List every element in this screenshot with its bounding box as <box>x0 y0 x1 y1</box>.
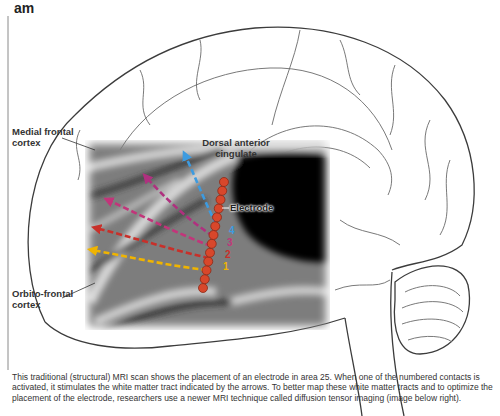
brain-outline <box>28 27 474 416</box>
frame-rule <box>8 16 9 370</box>
electrode-contact <box>199 284 208 293</box>
sulcus-line <box>196 40 201 100</box>
cerebellum-outline <box>394 266 469 354</box>
sulcus-line <box>140 70 150 125</box>
region-label: Dorsal anterior cingulate <box>186 137 286 160</box>
sulcus-line <box>335 280 390 290</box>
electrode-contact <box>218 186 227 195</box>
electrode-contact <box>200 275 209 284</box>
white-matter-band <box>230 290 330 302</box>
sulcus-band <box>100 302 232 330</box>
leader-line <box>62 138 95 150</box>
contact-number: 1 <box>223 261 233 273</box>
sulcus-line <box>340 40 360 95</box>
figure-caption: This traditional (structural) MRI scan s… <box>12 372 494 403</box>
electrode <box>199 178 229 293</box>
mri-tissue <box>85 146 330 330</box>
sulcus-line <box>425 120 430 200</box>
title-fragment: am <box>14 0 74 17</box>
cerebellum-fold <box>402 319 460 328</box>
cerebellum-fold <box>405 286 460 296</box>
electrode-contact <box>213 213 222 222</box>
sulcus-line <box>440 160 450 235</box>
cerebellum-fold <box>402 302 463 312</box>
white-matter-band <box>90 156 236 302</box>
electrode-contact <box>220 178 229 187</box>
electrode-contact <box>216 195 225 204</box>
electrode-contact <box>209 231 218 240</box>
tract-arrow <box>146 177 213 236</box>
brain-folds <box>76 30 463 342</box>
electrode-label: Electrode <box>230 202 290 213</box>
contact-number: 3 <box>227 237 237 249</box>
white-matter-band <box>88 180 180 230</box>
tract-arrow <box>96 228 209 258</box>
contact-number: 4 <box>229 225 239 237</box>
region-label: Orbito-frontal cortex <box>12 288 74 311</box>
mri-scan <box>85 140 330 330</box>
cerebellum-fold <box>408 336 452 342</box>
sulcus-band <box>88 200 206 272</box>
electrode-contact <box>204 257 213 266</box>
electrode-contact <box>207 239 216 248</box>
electrode-contact <box>206 248 215 257</box>
sulcus-band <box>88 150 222 196</box>
sulcus-line <box>390 65 395 135</box>
electrode-contact <box>214 204 223 213</box>
sulcus-line <box>272 30 300 125</box>
region-label: Medial frontal cortex <box>12 126 74 149</box>
sulcus-line <box>76 130 80 180</box>
electrode-contact <box>202 266 211 275</box>
tract-arrow <box>185 155 216 224</box>
electrode-contact <box>211 222 220 231</box>
sulcus-line <box>340 220 400 245</box>
leader-line <box>222 208 229 209</box>
tract-arrows <box>92 155 216 270</box>
contact-number: 2 <box>225 249 235 261</box>
